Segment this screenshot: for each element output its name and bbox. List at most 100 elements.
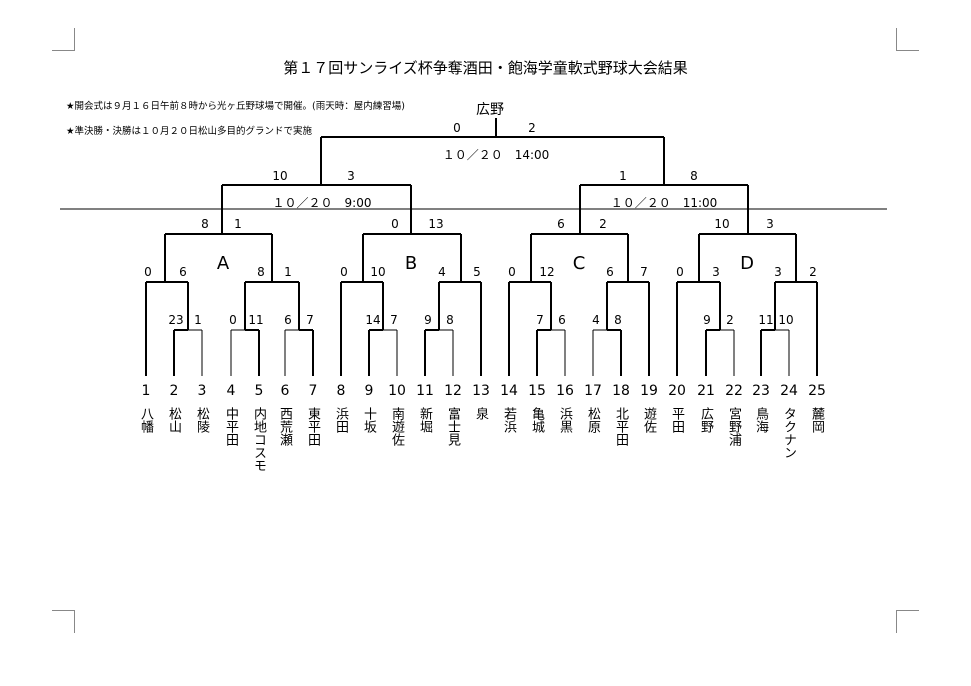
- group-label-b: B: [404, 253, 418, 274]
- crop-mark-top-right: [896, 28, 919, 51]
- score-semi-left-a: 10: [272, 169, 288, 183]
- score-semi-right-a: 1: [619, 169, 627, 183]
- score-r2-a2-right: 1: [284, 265, 292, 279]
- team-name: 十坂: [361, 407, 376, 433]
- team-name: 内地コスモ: [251, 407, 266, 472]
- score-r2-d1-right: 3: [712, 265, 720, 279]
- team-number: 21: [697, 383, 715, 399]
- semi-right-date: １０／２０ 11:00: [610, 196, 718, 210]
- team-number: 4: [226, 383, 236, 399]
- score-semi-left-b: 3: [347, 169, 355, 183]
- team-number: 5: [254, 383, 264, 399]
- team-number: 15: [528, 383, 546, 399]
- group-label-d: D: [740, 253, 754, 274]
- score-r1-17-18-right: 8: [614, 313, 622, 327]
- opening-note: ★開会式は９月１６日午前８時から光ヶ丘野球場で開催。(雨天時：屋内練習場): [66, 101, 405, 112]
- team-name: 亀城: [529, 407, 544, 433]
- score-r2-b1-left: 0: [340, 265, 348, 279]
- champion-label: 広野: [476, 102, 504, 118]
- score-semi-right-b: 8: [690, 169, 698, 183]
- team-name: 南遊佐: [389, 407, 404, 446]
- team-number: 17: [584, 383, 602, 399]
- score-r1-6-7-right: 7: [306, 313, 314, 327]
- team-number: 11: [416, 383, 434, 399]
- team-name: 麓岡: [809, 407, 824, 433]
- team-name: タクナン: [781, 407, 796, 459]
- score-r2-b2-left: 4: [438, 265, 446, 279]
- score-qf-c-left: 6: [557, 217, 565, 231]
- score-r2-a1-right: 6: [179, 265, 187, 279]
- score-qf-d-left: 10: [714, 217, 730, 231]
- score-r2-c1-right: 12: [539, 265, 555, 279]
- score-r2-c1-left: 0: [508, 265, 516, 279]
- team-name: 松山: [166, 407, 181, 433]
- team-number: 8: [336, 383, 346, 399]
- score-r1-11-12-left: 9: [424, 313, 432, 327]
- score-r1-23-24-left: 11: [758, 313, 774, 327]
- team-name: 泉: [473, 407, 488, 420]
- team-number: 3: [197, 383, 207, 399]
- team-name: 西荒瀬: [277, 407, 292, 446]
- team-number: 2: [169, 383, 179, 399]
- team-name: 平田: [669, 407, 684, 433]
- score-qf-a-right: 1: [234, 217, 242, 231]
- team-name: 新堀: [417, 407, 432, 433]
- team-name: 鳥海: [753, 407, 768, 433]
- team-number: 9: [364, 383, 374, 399]
- score-final-left: 0: [453, 121, 461, 135]
- final-date: １０／２０ 14:00: [442, 148, 550, 162]
- team-name: 松陵: [194, 407, 209, 433]
- score-r1-21-22-left: 9: [703, 313, 711, 327]
- crop-mark-bottom-left: [52, 610, 75, 633]
- team-number: 7: [308, 383, 318, 399]
- score-r1-21-22-right: 2: [726, 313, 734, 327]
- team-number: 14: [500, 383, 518, 399]
- team-number: 13: [472, 383, 490, 399]
- score-r2-b2-right: 5: [473, 265, 481, 279]
- page-title: 第１７回サンライズ杯争奪酒田・飽海学童軟式野球大会結果: [283, 59, 688, 77]
- score-r2-d1-left: 0: [676, 265, 684, 279]
- score-qf-b-left: 0: [391, 217, 399, 231]
- score-r2-d2-left: 3: [774, 265, 782, 279]
- team-number: 6: [280, 383, 290, 399]
- team-number: 20: [668, 383, 686, 399]
- team-name: 若浜: [501, 407, 516, 433]
- team-number: 25: [808, 383, 826, 399]
- score-r1-4-5-right: 11: [248, 313, 264, 327]
- group-label-c: C: [572, 253, 586, 274]
- score-qf-c-right: 2: [599, 217, 607, 231]
- team-number: 16: [556, 383, 574, 399]
- score-r1-17-18-left: 4: [592, 313, 600, 327]
- score-qf-b-right: 13: [428, 217, 444, 231]
- team-name: 浜黒: [557, 407, 572, 433]
- team-name: 松原: [585, 407, 600, 433]
- score-r1-9-10-left: 14: [365, 313, 381, 327]
- score-r2-d2-right: 2: [809, 265, 817, 279]
- venue-note: ★準決勝・決勝は１０月２０日松山多目的グランドで実施: [66, 126, 313, 137]
- score-r1-15-16-left: 7: [536, 313, 544, 327]
- group-label-a: A: [216, 253, 230, 274]
- semi-left-date: １０／２０ 9:00: [272, 196, 372, 210]
- team-name: 北平田: [613, 407, 628, 446]
- team-number: 19: [640, 383, 658, 399]
- team-name: 遊佐: [641, 407, 656, 433]
- team-name: 広野: [698, 407, 713, 433]
- team-number: 23: [752, 383, 770, 399]
- crop-mark-top-left: [52, 28, 75, 51]
- team-number: 24: [780, 383, 798, 399]
- team-number: 22: [725, 383, 743, 399]
- team-name: 八幡: [138, 407, 153, 433]
- team-number: 12: [444, 383, 462, 399]
- team-number: 10: [388, 383, 406, 399]
- score-r2-c2-left: 6: [606, 265, 614, 279]
- crop-mark-bottom-right: [896, 610, 919, 633]
- score-r1-2-3-right: 1: [194, 313, 202, 327]
- team-number: 1: [141, 383, 151, 399]
- score-r2-a2-left: 8: [257, 265, 265, 279]
- score-r1-9-10-right: 7: [390, 313, 398, 327]
- team-number: 18: [612, 383, 630, 399]
- team-name: 東平田: [305, 407, 320, 446]
- score-qf-d-right: 3: [766, 217, 774, 231]
